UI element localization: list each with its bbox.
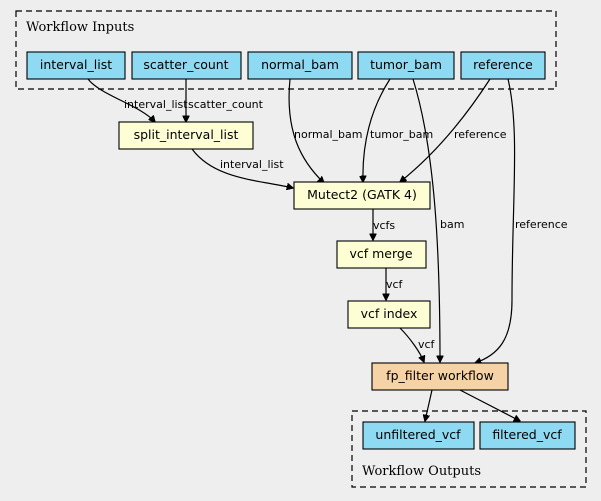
node-filtered-vcf-label: filtered_vcf (492, 427, 562, 442)
edge-label-vcf-1: vcf (386, 278, 404, 291)
edge-interval-list-to-split (87, 78, 155, 122)
node-interval-list[interactable]: interval_list (26, 51, 126, 80)
edge-split-to-mutect2 (191, 148, 293, 188)
node-reference-label: reference (473, 57, 533, 72)
node-fp-filter[interactable]: fp_filter workflow (371, 362, 509, 391)
edge-fp-filter-to-unfiltered-vcf (425, 389, 433, 421)
node-mutect2-label: Mutect2 (GATK 4) (307, 187, 417, 202)
node-normal-bam-label: normal_bam (261, 57, 339, 72)
edge-tumor-bam-to-fp-filter (412, 78, 440, 362)
outputs-cluster: Workflow Outputs (351, 410, 587, 488)
edge-normal-bam-to-mutect2 (288, 78, 324, 183)
node-interval-list-box (26, 51, 126, 80)
edge-label-interval-list: interval_list (124, 98, 188, 111)
edge-fp-filter-to-filtered-vcf (459, 389, 520, 421)
inputs-cluster-label: Workflow Inputs (26, 20, 134, 35)
node-unfiltered-vcf-box (362, 421, 475, 450)
inputs-cluster-border (15, 10, 557, 90)
node-split-interval-list[interactable]: split_interval_list (118, 121, 254, 150)
edge-label-bam: bam (440, 218, 464, 231)
node-vcf-index-label: vcf index (361, 306, 418, 321)
node-tumor-bam[interactable]: tumor_bam (357, 51, 455, 80)
edge-label-split-interval-list: interval_list (220, 158, 284, 171)
edge-reference-to-fp-filter (475, 78, 516, 363)
node-scatter-count-box (131, 51, 242, 80)
node-vcf-merge-label: vcf merge (349, 246, 412, 261)
inputs-cluster: Workflow Inputs (15, 10, 557, 90)
outputs-cluster-label: Workflow Outputs (362, 464, 481, 479)
node-tumor-bam-box (357, 51, 455, 80)
node-fp-filter-box (371, 362, 509, 391)
outputs-cluster-border (351, 410, 587, 488)
node-tumor-bam-label: tumor_bam (370, 57, 442, 72)
node-scatter-count[interactable]: scatter_count (131, 51, 242, 80)
node-filtered-vcf-box (479, 421, 576, 450)
node-filtered-vcf[interactable]: filtered_vcf (479, 421, 576, 450)
edges: interval_list scatter_count interval_lis… (87, 78, 568, 421)
node-mutect2-box (293, 181, 431, 210)
node-normal-bam[interactable]: normal_bam (247, 51, 353, 80)
edge-vcf-index-to-fp-filter (399, 327, 424, 362)
edge-label-reference-2: reference (515, 218, 568, 231)
edge-label-reference: reference (454, 128, 507, 141)
edge-label-normal-bam: normal_bam (294, 128, 362, 141)
edge-tumor-bam-to-mutect2 (363, 78, 391, 182)
node-interval-list-label: interval_list (40, 57, 112, 72)
edge-label-tumor-bam: tumor_bam (370, 128, 433, 141)
edge-label-scatter-count: scatter_count (188, 98, 264, 111)
node-mutect2[interactable]: Mutect2 (GATK 4) (293, 181, 431, 210)
node-reference-box (460, 51, 546, 80)
node-vcf-merge[interactable]: vcf merge (336, 240, 427, 269)
node-scatter-count-label: scatter_count (143, 57, 228, 72)
node-split-interval-list-box (118, 121, 254, 150)
node-reference[interactable]: reference (460, 51, 546, 80)
node-unfiltered-vcf[interactable]: unfiltered_vcf (362, 421, 475, 450)
edge-label-vcf-2: vcf (418, 338, 436, 351)
node-vcf-index-box (347, 300, 431, 329)
node-fp-filter-label: fp_filter workflow (386, 368, 494, 383)
edge-label-vcfs: vcfs (373, 219, 395, 232)
node-vcf-index[interactable]: vcf index (347, 300, 431, 329)
node-unfiltered-vcf-label: unfiltered_vcf (375, 427, 461, 442)
edge-reference-to-mutect2 (400, 78, 491, 182)
node-split-interval-list-label: split_interval_list (134, 127, 239, 142)
node-vcf-merge-box (336, 240, 427, 269)
node-normal-bam-box (247, 51, 353, 80)
